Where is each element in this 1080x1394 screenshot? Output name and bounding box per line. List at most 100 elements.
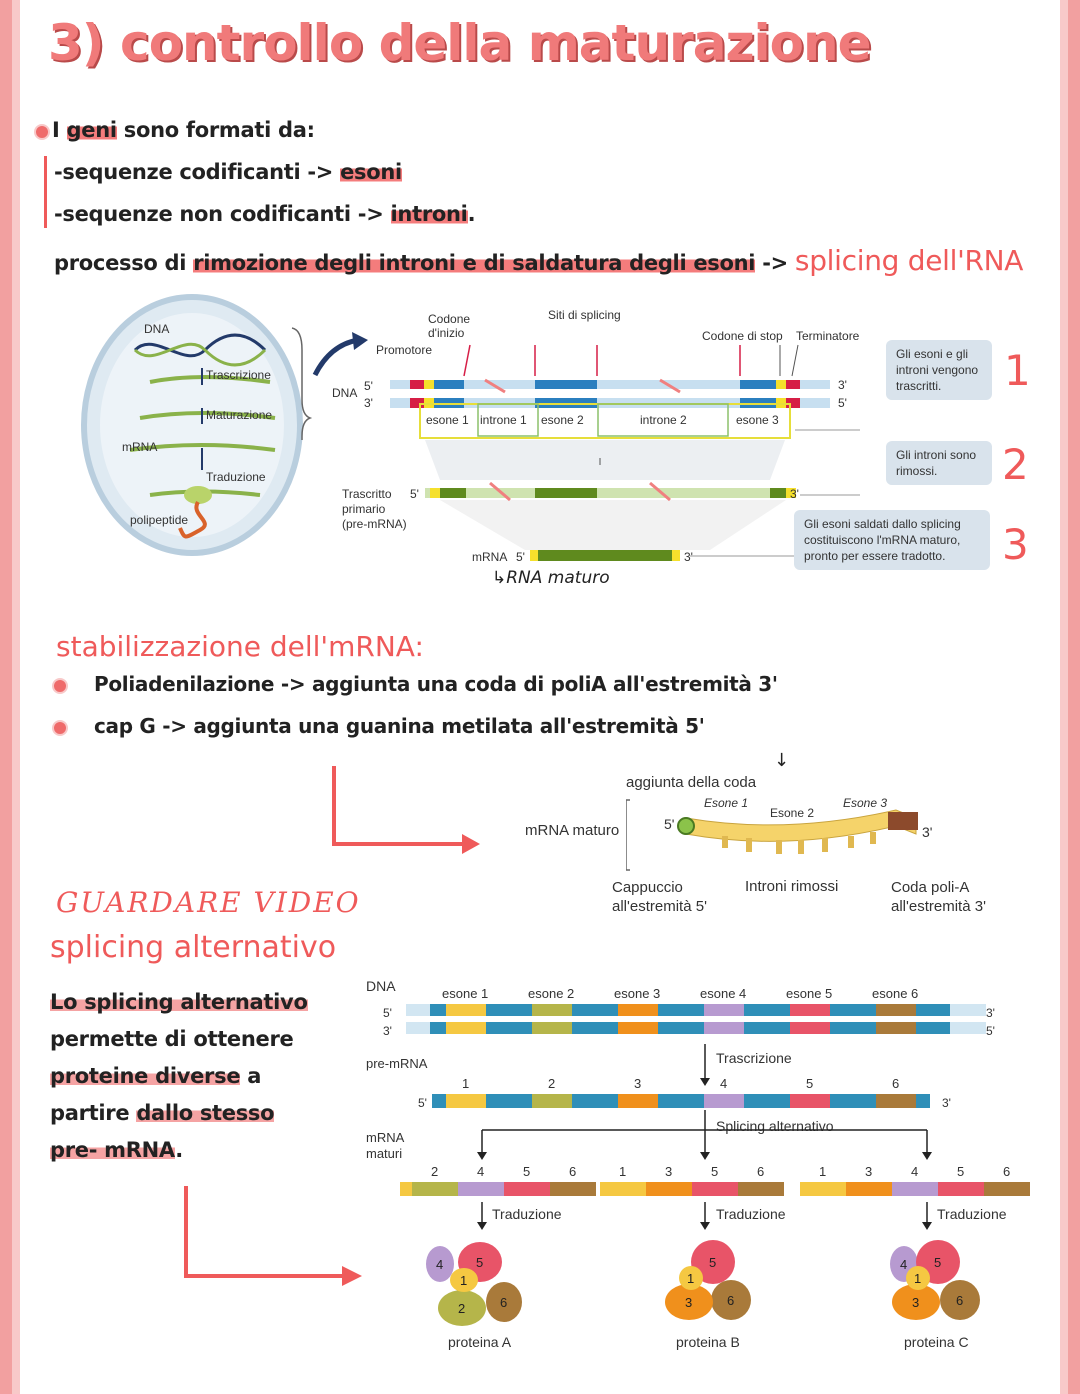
alt-dna-five: 5' — [383, 1006, 392, 1020]
stabilizzazione-heading: stabilizzazione dell'mRNA: — [56, 630, 424, 663]
esone1-label: esone 1 — [426, 413, 469, 427]
rna-maturo-note: ↳RNA maturo — [492, 568, 610, 588]
dna-three-bottom: 3' — [364, 396, 373, 410]
alt-premrna-three: 3' — [942, 1096, 951, 1110]
protein-subunit — [906, 1266, 930, 1290]
protein-subunit-label: 4 — [900, 1257, 907, 1272]
mature-exon — [692, 1182, 738, 1196]
protein-subunit-label: 6 — [956, 1293, 963, 1308]
mature-exon — [846, 1182, 892, 1196]
mrna-five: 5' — [516, 550, 525, 564]
dna-five-bottom: 5' — [838, 396, 847, 410]
alt-trascrizione-label: Trascrizione — [716, 1050, 792, 1066]
page-border-right — [1060, 0, 1080, 1394]
mature-exon-number: 1 — [619, 1164, 626, 1179]
exon-segment — [618, 1004, 658, 1016]
mature-exon — [400, 1182, 412, 1196]
mature-exon-number: 6 — [1003, 1164, 1010, 1179]
protein-subunit-label: 5 — [934, 1255, 941, 1270]
mature-five: 5' — [664, 816, 675, 832]
coda-polia-label: Coda poli-A all'estremità 3' — [891, 879, 986, 915]
protein-subunit-label: 1 — [914, 1271, 921, 1286]
protein-subunit — [665, 1284, 713, 1320]
mature-exon-number: 1 — [819, 1164, 826, 1179]
mrna-label: mRNA — [472, 550, 508, 564]
exon-label: esone 6 — [872, 986, 918, 1001]
intro-line-1: I geni sono formati da: — [52, 118, 315, 142]
cell-maturazione-label: Maturazione — [206, 408, 273, 422]
mature-exon — [984, 1182, 1030, 1196]
intro-line-2: -sequenze codificanti -> esoni — [54, 160, 402, 184]
protein-subunit-label: 2 — [458, 1301, 465, 1316]
protein-subunit-label: 5 — [709, 1255, 716, 1270]
mature-exon — [892, 1182, 938, 1196]
mature-exon-number: 5 — [523, 1164, 530, 1179]
premrna-exon-number: 3 — [634, 1076, 641, 1091]
premrna-exon — [446, 1094, 486, 1108]
exon-label: esone 3 — [614, 986, 660, 1001]
mature-exon-number: 5 — [957, 1164, 964, 1179]
promotore-label: Promotore — [376, 343, 433, 357]
mature-exon — [458, 1182, 504, 1196]
premrna-exon-number: 5 — [806, 1076, 813, 1091]
mature-exon — [504, 1182, 550, 1196]
mature-exon — [600, 1182, 646, 1196]
mature-exon — [550, 1182, 596, 1196]
mature-exon-number: 5 — [711, 1164, 718, 1179]
premrna-exon-number: 2 — [548, 1076, 555, 1091]
bullet-dot — [52, 720, 68, 736]
protein-subunit — [679, 1266, 703, 1290]
terminatore-label: Terminatore — [796, 329, 860, 343]
aggiunta-coda-label: aggiunta della coda — [626, 774, 757, 791]
red-arrow-icon — [332, 766, 480, 854]
splicing-diagram — [390, 344, 860, 561]
trascritto-primario-label: Trascritto primario (pre-mRNA) — [342, 487, 407, 531]
mature-exon-number: 3 — [865, 1164, 872, 1179]
exon-label: esone 4 — [700, 986, 746, 1001]
cell-traduzione-label: Traduzione — [206, 470, 266, 484]
splice-dna-label: DNA — [332, 386, 358, 400]
protein-subunit-label: 1 — [460, 1273, 467, 1288]
protein-subunit — [438, 1290, 486, 1326]
mature-exon-number: 4 — [477, 1164, 484, 1179]
mrna-three: 3' — [684, 550, 693, 564]
codone-stop-label: Codone di stop — [702, 329, 783, 343]
mature-exon — [646, 1182, 692, 1196]
exon-segment — [532, 1004, 572, 1016]
mature-exon — [738, 1182, 784, 1196]
intron-segment — [430, 1022, 950, 1034]
traduzione-label-a: Traduzione — [492, 1206, 562, 1222]
cell-diagram — [81, 294, 313, 556]
premrna-exon — [790, 1094, 830, 1108]
premrna-exon — [704, 1094, 744, 1108]
premrna-intron — [432, 1094, 930, 1108]
premrna-five: 5' — [410, 487, 419, 501]
exon-segment — [790, 1004, 830, 1016]
mrna-maturo-label: mRNA maturo — [525, 822, 620, 839]
protein-subunit — [892, 1284, 940, 1320]
step-number-3: 3 — [1002, 520, 1029, 569]
proteina-c-label: proteina C — [904, 1334, 969, 1350]
exon-segment — [790, 1022, 830, 1034]
guardare-video-note: GUARDARE VIDEO — [56, 886, 361, 919]
premrna-exon-number: 6 — [892, 1076, 899, 1091]
bullet-dot — [34, 124, 50, 140]
esone2-label: esone 2 — [541, 413, 584, 427]
mature-exon — [412, 1182, 458, 1196]
list-bracket — [44, 156, 47, 228]
protein-subunit-label: 6 — [500, 1295, 507, 1310]
page-title: 3) controllo della maturazione — [48, 14, 872, 72]
exon-segment — [618, 1022, 658, 1034]
note-box-1: Gli esoni e gli introni vengono trascrit… — [886, 340, 992, 400]
introne1-label: introne 1 — [480, 413, 527, 427]
intron-segment — [430, 1004, 950, 1016]
traduzione-arrowhead — [700, 1222, 710, 1230]
dna-five-top: 5' — [364, 379, 373, 393]
mature-exon — [800, 1182, 846, 1196]
exon-segment — [876, 1022, 916, 1034]
mature-exon-number: 3 — [665, 1164, 672, 1179]
mrna-maturi-label: mRNA maturi — [366, 1130, 404, 1161]
premrna-exon — [876, 1094, 916, 1108]
traduzione-label-b: Traduzione — [716, 1206, 786, 1222]
mature-esone3-label: Esone 3 — [843, 796, 888, 810]
